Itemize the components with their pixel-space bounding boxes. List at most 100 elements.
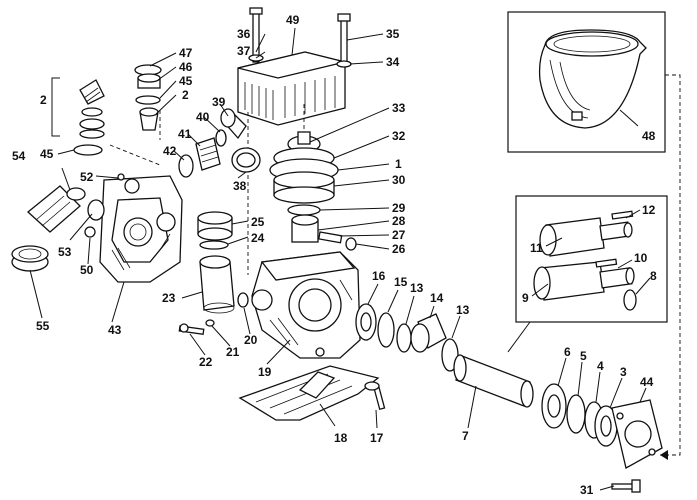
part-15-washer [377,312,395,348]
label-55: 55 [36,319,50,333]
label-27: 27 [392,228,406,242]
label-31: 31 [580,483,594,497]
part-25-cap [197,211,233,241]
label-44: 44 [640,375,654,389]
part-13-ring-a [396,323,412,353]
part-55-cap [11,245,49,272]
part-18-base-plate [238,365,380,421]
label-2-left: 2 [40,93,47,107]
part-19-pump-body [251,251,361,359]
label-15: 15 [394,275,408,289]
label-10: 10 [634,251,648,265]
label-2-upper: 2 [182,88,189,102]
part-21-washer [205,319,215,327]
part-42-oring [178,154,194,178]
label-4: 4 [597,359,604,373]
part-2-valve-b [79,79,105,139]
label-14: 14 [430,291,444,305]
label-21: 21 [226,345,240,359]
label-29: 29 [392,201,406,215]
label-8: 8 [650,269,657,283]
inset-frame-shafts [515,195,668,323]
label-24: 24 [251,231,265,245]
inset-frame-48 [507,11,666,153]
part-7-shaft [453,354,534,408]
part-28-rod [291,214,319,243]
part-46-valve-seat [137,73,161,89]
label-43: 43 [108,323,122,337]
inset-connector-line [660,74,681,456]
label-11: 11 [530,241,543,255]
part-53-oring [87,199,105,221]
part-50-plug [84,226,96,238]
part-41-union [195,137,221,171]
part-5-ring [566,394,586,434]
label-36: 36 [237,27,251,41]
label-38: 38 [233,179,247,193]
label-39: 39 [212,95,226,109]
part-45-oring [135,95,161,105]
label-26: 26 [392,242,406,256]
label-30: 30 [392,173,406,187]
label-32: 32 [392,129,406,143]
label-54: 54 [12,149,26,163]
label-23: 23 [162,291,176,305]
label-47: 47 [179,46,193,60]
label-18: 18 [334,431,348,445]
label-49: 49 [286,13,300,27]
label-28: 28 [392,214,406,228]
label-7: 7 [462,429,469,443]
label-19: 19 [258,365,272,379]
bracket-2 [51,77,60,137]
part-52-screw [117,173,125,181]
label-52: 52 [80,170,94,184]
label-5: 5 [580,349,587,363]
assembly-line-d [109,144,161,166]
part-23-cylinder [199,255,235,314]
part-16-bearing [355,303,377,341]
part-number-labels: 36 37 49 35 34 33 32 1 30 29 28 27 26 47… [12,13,657,497]
part-39-elbow [220,108,247,140]
label-1: 1 [395,157,402,171]
part-20-oring [237,292,249,308]
label-35: 35 [386,27,400,41]
inset-connector-arrow [660,450,668,460]
part-34-washer [336,60,352,68]
label-45: 45 [179,74,193,88]
part-17-screw [364,381,386,411]
inset-leader-shafts [507,321,531,353]
part-26-clip [345,237,357,251]
label-13-a: 13 [410,281,424,295]
part-36-bolt [249,7,263,63]
part-27-pin [318,231,343,244]
label-42: 42 [163,144,177,158]
label-33: 33 [392,101,406,115]
part-38-ring [231,147,261,173]
part-54-hose-nozzle [27,185,86,233]
part-24-washer [199,240,229,250]
label-3: 3 [620,365,627,379]
leader-lines [29,27,651,491]
part-31-screw [611,479,641,493]
part-29-ring [287,204,321,216]
part-14-eccentric [410,313,447,353]
part-22-screw [178,323,205,336]
label-16: 16 [372,269,386,283]
label-17: 17 [370,431,384,445]
label-48: 48 [642,129,656,143]
label-45-left: 45 [40,147,54,161]
part-6-bearing [541,383,567,429]
label-41: 41 [178,127,192,141]
label-53: 53 [58,245,72,259]
part-44-flange [611,399,663,469]
label-6: 6 [564,345,571,359]
label-13-b: 13 [456,303,470,317]
label-40: 40 [196,110,210,124]
label-22: 22 [199,355,213,369]
label-34: 34 [386,55,400,69]
part-45-oring-b [73,144,103,156]
part-3-bearing [594,405,618,447]
part-43-manifold [99,175,183,283]
